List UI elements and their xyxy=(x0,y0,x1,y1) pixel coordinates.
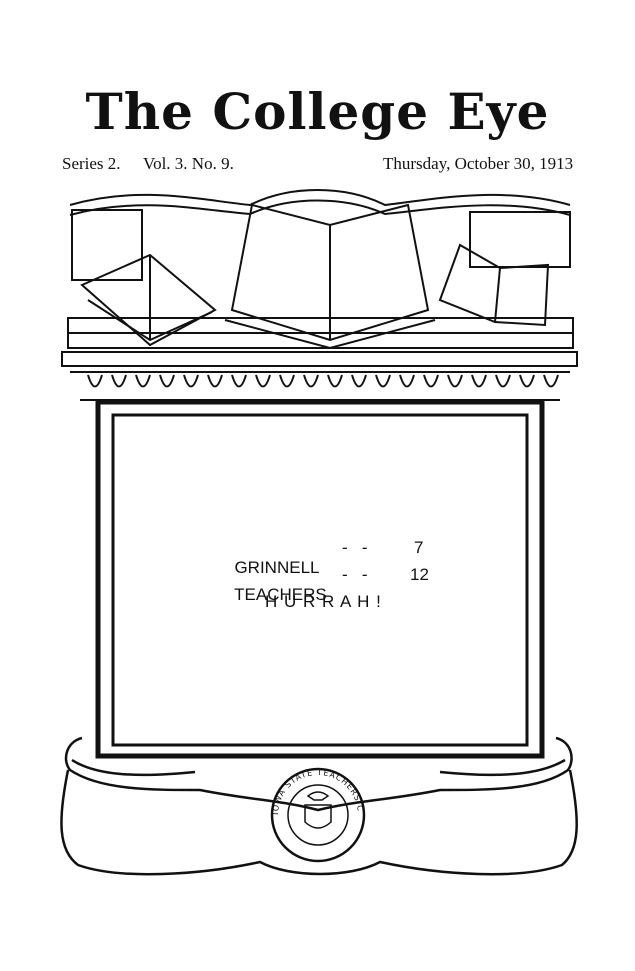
score-row-grinnell: GRINNELL xyxy=(225,538,319,578)
issue-date: Thursday, October 30, 1913 xyxy=(383,154,574,173)
shelf-cornice xyxy=(61,351,578,367)
seal-shield-icon xyxy=(304,804,332,829)
egg-and-dart-molding xyxy=(87,374,559,388)
college-seal xyxy=(270,767,366,863)
seal-lamp-icon xyxy=(306,791,330,801)
center-open-book xyxy=(224,203,436,350)
left-open-book xyxy=(80,253,217,347)
team-name: TEACHERS xyxy=(234,585,327,604)
cheer-text: H U R R A H ! xyxy=(265,592,382,611)
top-scroll-ornament xyxy=(69,189,571,207)
main-frame xyxy=(95,399,545,759)
team-name: GRINNELL xyxy=(234,558,320,577)
series-label: Series 2. xyxy=(62,154,121,173)
team-score: 7 xyxy=(414,538,424,557)
score-dashes: - - xyxy=(342,538,368,557)
seal-text: IOWA STATE TEACHERS COLLEGE xyxy=(0,0,365,815)
team-score: 12 xyxy=(410,565,429,584)
ribbon-banner xyxy=(60,736,578,876)
volume-label: Vol. 3. No. 9. xyxy=(143,154,234,173)
score-dashes: - - xyxy=(342,565,368,584)
score-row-teachers: TEACHERS xyxy=(225,565,327,605)
newspaper-title: The College Eye xyxy=(85,82,550,141)
right-open-book xyxy=(438,243,550,327)
left-book-standing xyxy=(71,209,143,281)
